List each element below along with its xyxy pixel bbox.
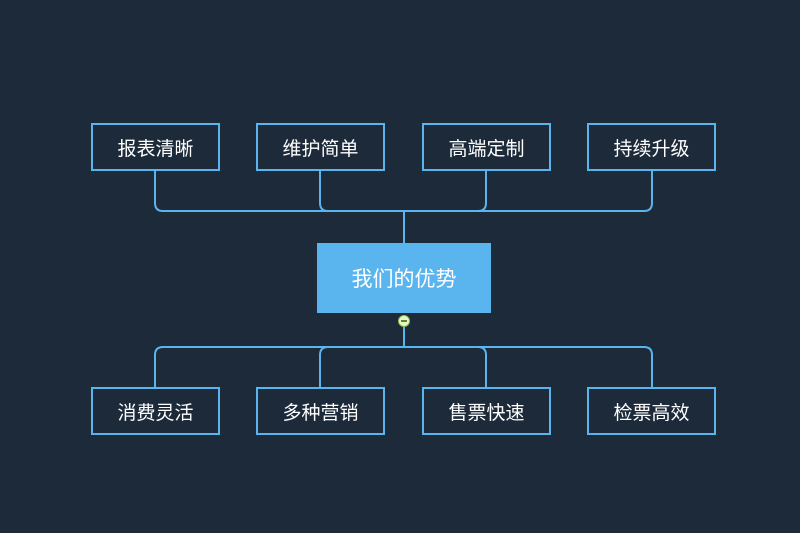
top-node-4[interactable]: 持续升级 [587, 123, 716, 171]
connector-top-3 [477, 171, 487, 212]
center-node-label: 我们的优势 [351, 267, 457, 291]
collapse-minus-bar [401, 320, 407, 322]
center-node[interactable]: 我们的优势 [317, 243, 491, 313]
top-node-2-label: 维护简单 [282, 137, 359, 160]
bottom-node-4-label: 检票高效 [613, 401, 690, 424]
bottom-node-3[interactable]: 售票快速 [422, 387, 551, 435]
bottom-node-1[interactable]: 消费灵活 [91, 387, 220, 435]
connector-bottom-2 [319, 346, 329, 387]
top-node-4-label: 持续升级 [613, 137, 690, 160]
top-node-2[interactable]: 维护简单 [256, 123, 385, 171]
bottom-node-3-label: 售票快速 [448, 401, 525, 424]
connector-top-1 [154, 171, 164, 212]
top-node-1-label: 报表清晰 [117, 137, 194, 160]
top-node-3-label: 高端定制 [448, 137, 525, 160]
minus-circle-icon[interactable] [398, 315, 410, 327]
connector-top-2 [319, 171, 329, 212]
connector-bottom-3 [477, 346, 487, 387]
bottom-node-2-label: 多种营销 [282, 401, 359, 424]
top-node-1[interactable]: 报表清晰 [91, 123, 220, 171]
top-node-3[interactable]: 高端定制 [422, 123, 551, 171]
bottom-node-4[interactable]: 检票高效 [587, 387, 716, 435]
connector-bottom-1 [154, 346, 164, 387]
connector-bottom-4 [643, 346, 653, 387]
connector-top-4 [643, 171, 653, 212]
bottom-node-1-label: 消费灵活 [117, 401, 194, 424]
bottom-node-2[interactable]: 多种营销 [256, 387, 385, 435]
